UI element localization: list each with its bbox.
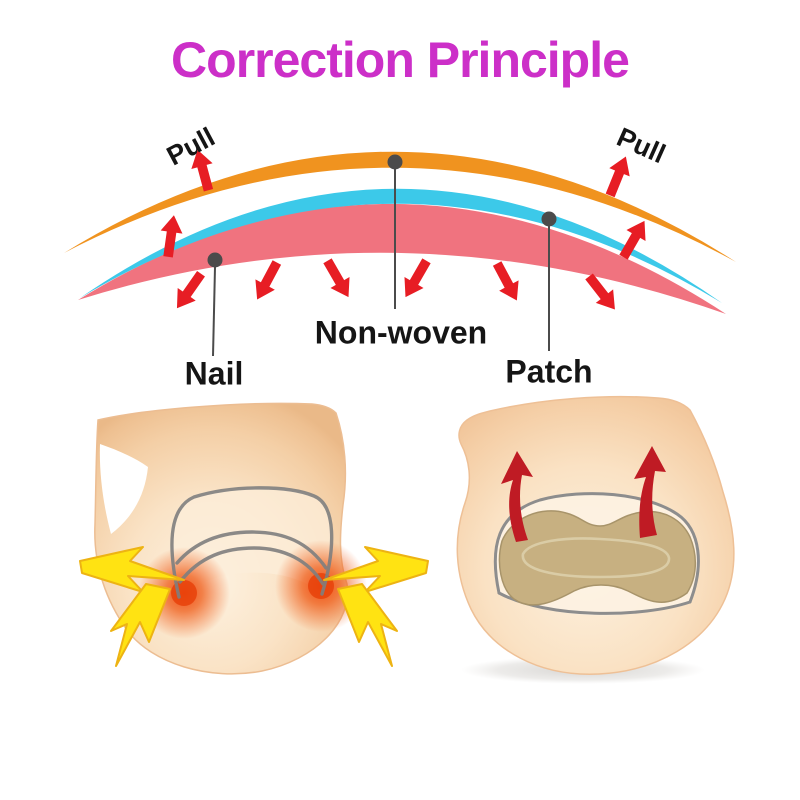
press-arrow-icon-5 xyxy=(487,258,527,306)
lightning-icon-left-upper xyxy=(79,546,185,593)
nail-arch-stroke xyxy=(493,492,700,604)
after-toe-illustration xyxy=(456,395,735,684)
nail-outline-inner xyxy=(178,546,325,586)
patch-inner-outline xyxy=(521,537,671,579)
lightning-icon-right-upper xyxy=(323,546,429,593)
press-arrow-icon-3 xyxy=(317,255,359,303)
patch-callout-dot xyxy=(541,211,557,227)
page-title: Correction Principle xyxy=(171,32,630,88)
press-arrow-icon-2 xyxy=(247,257,287,305)
non-woven-callout-dot xyxy=(387,154,403,170)
toe-skin-notch xyxy=(99,444,148,534)
pain-lightning-bolts xyxy=(79,546,429,667)
callout-dots xyxy=(207,154,557,268)
nail-callout-line xyxy=(212,266,216,357)
nail-outline-mid xyxy=(175,530,328,570)
pull-arrow-icon-right-outer xyxy=(599,152,637,200)
lift-arrow-icon-right xyxy=(634,446,666,538)
nail-label: Nail xyxy=(184,355,244,392)
nail-layer-arc xyxy=(78,203,726,314)
patch-label: Patch xyxy=(505,353,593,390)
lift-arrows xyxy=(501,446,666,542)
before-toe-illustration xyxy=(79,402,429,675)
nail-callout-dot xyxy=(207,252,223,268)
lightning-icon-right-lower xyxy=(337,583,398,667)
non-woven-layer-arc xyxy=(64,151,736,262)
nail-outline-outer xyxy=(170,486,334,599)
patch-layer-arc xyxy=(80,188,722,303)
ingrown-nail-outline xyxy=(170,486,334,599)
non-woven-label: Non-woven xyxy=(314,314,488,351)
layer-diagram xyxy=(64,146,736,357)
lightning-icon-left-lower xyxy=(110,583,171,667)
callout-lines xyxy=(212,169,550,357)
lift-arrow-icon-left xyxy=(501,451,533,542)
press-arrow-icon-4 xyxy=(395,255,437,303)
